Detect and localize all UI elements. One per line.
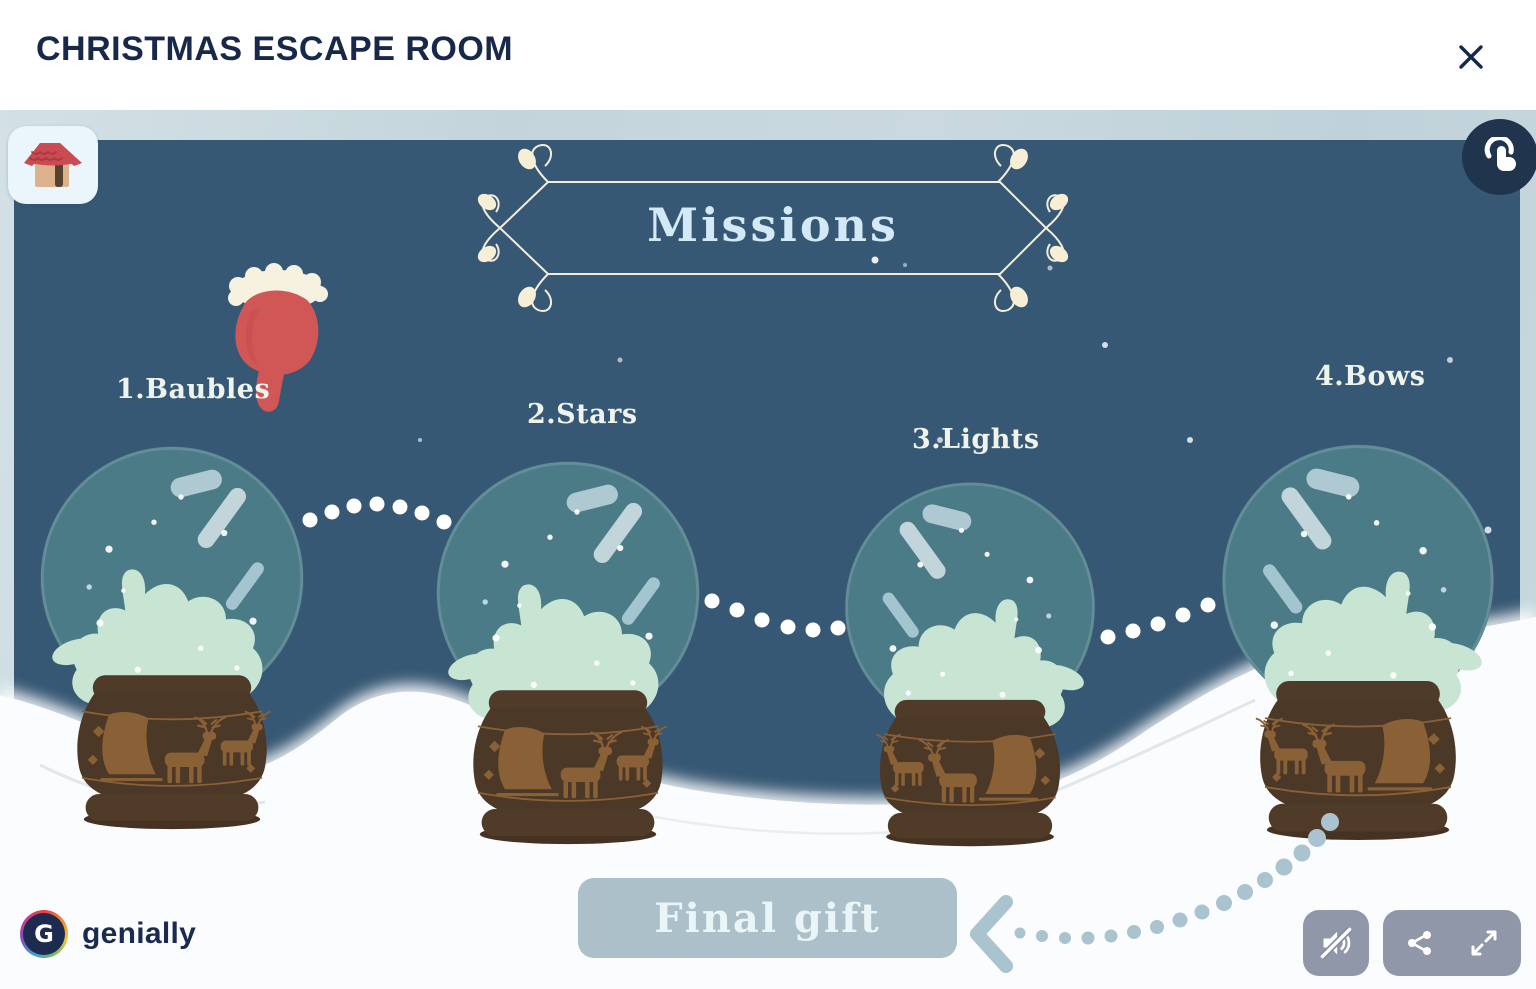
game-stage: Missions 1.Baubles 2.Stars 3.Lights 4.Bo… — [0, 110, 1536, 989]
final-gift-arrow — [970, 813, 1339, 973]
genially-brand-link[interactable]: G genially — [20, 910, 196, 958]
mission-label-baubles[interactable]: 1.Baubles — [116, 374, 271, 405]
path-dots-1-2 — [302, 496, 452, 530]
close-icon — [1459, 45, 1483, 69]
genially-brand-name: genially — [82, 917, 197, 950]
mission-label-stars[interactable]: 2.Stars — [527, 399, 638, 430]
stage-artwork — [39, 144, 1496, 973]
snow-globe-bows[interactable] — [1220, 443, 1496, 842]
house-icon — [24, 143, 82, 187]
home-button[interactable] — [8, 126, 98, 204]
muted-speaker-icon — [1319, 926, 1353, 960]
header-bar: CHRISTMAS ESCAPE ROOM — [0, 0, 1536, 110]
mission-label-lights[interactable]: 3.Lights — [912, 424, 1040, 455]
snow-globe-baubles[interactable] — [39, 445, 305, 831]
share-fullscreen-group — [1383, 910, 1521, 976]
path-dots-3-4 — [1100, 586, 1240, 645]
interactivity-hint-button[interactable] — [1462, 119, 1536, 195]
final-gift-label: Final gift — [654, 894, 881, 942]
mission-label-bows[interactable]: 4.Bows — [1315, 361, 1426, 392]
snow-globe-lights[interactable] — [843, 480, 1097, 848]
mitten-pointer-icon — [228, 263, 328, 412]
touch-gesture-icon — [1484, 137, 1516, 171]
share-icon[interactable] — [1405, 928, 1435, 958]
snow-ground — [0, 609, 1536, 989]
path-dots-2-3 — [704, 593, 846, 638]
genially-logo-letter: G — [23, 913, 65, 955]
genially-logo: G — [20, 910, 68, 958]
missions-banner-title: Missions — [647, 198, 899, 252]
snow-globe-stars[interactable] — [435, 460, 701, 846]
fullscreen-icon[interactable] — [1469, 928, 1499, 958]
final-gift-button[interactable]: Final gift — [578, 878, 957, 958]
mute-button[interactable] — [1303, 910, 1369, 976]
close-button[interactable] — [1450, 36, 1492, 78]
page-title: CHRISTMAS ESCAPE ROOM — [36, 30, 514, 68]
missions-banner-frame — [473, 144, 1073, 312]
